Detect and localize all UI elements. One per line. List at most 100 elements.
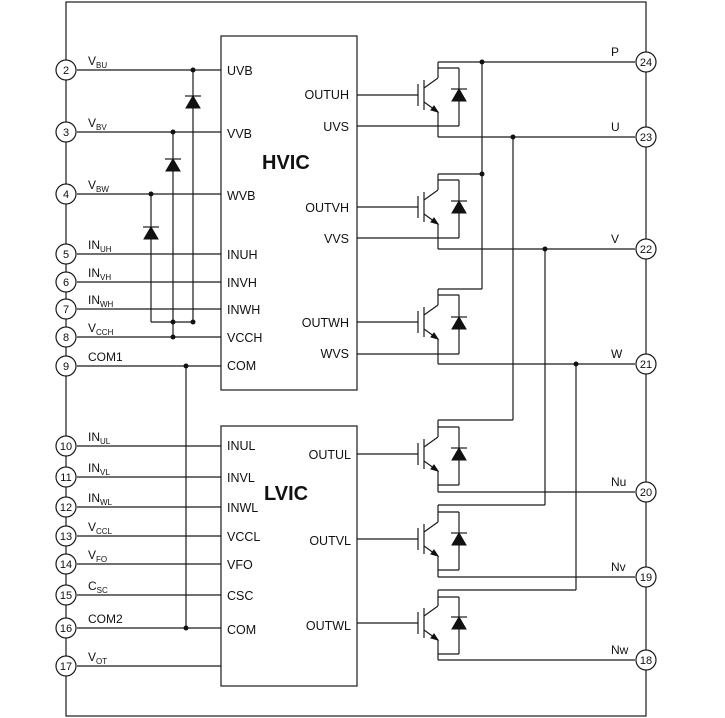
pin-17: 17 VOT (55, 650, 107, 677)
svg-text:7: 7 (63, 304, 69, 316)
svg-text:VCCH: VCCH (88, 321, 114, 337)
svg-text:15: 15 (60, 590, 72, 602)
freewheel-diode-icon (451, 316, 467, 330)
igbt-wl (357, 590, 467, 660)
lvic-pin-vfo: VFO (227, 558, 253, 572)
svg-text:24: 24 (640, 57, 652, 69)
svg-text:Nu: Nu (611, 475, 626, 489)
left-wires (77, 69, 221, 667)
lvic-pin-invl: INVL (227, 471, 255, 485)
lvic-pin-inwl: INWL (227, 501, 258, 515)
svg-text:2: 2 (63, 65, 69, 77)
diode-v-icon (165, 158, 181, 172)
pin-5: 5 INUH (55, 238, 112, 265)
pin-15: 15 CSC (55, 579, 108, 606)
hvic-pin-inuh: INUH (227, 248, 258, 262)
svg-text:11: 11 (60, 472, 71, 484)
svg-text:19: 19 (640, 572, 652, 584)
svg-text:21: 21 (640, 359, 652, 371)
hvic-pin-uvb: UVB (227, 64, 253, 78)
lvic-pin-csc: CSC (227, 589, 253, 603)
hvic-block: HVIC UVB VVB WVB INUH INVH INWH VCCH COM… (220, 35, 358, 391)
svg-text:COM1: COM1 (88, 350, 123, 364)
svg-text:Nw: Nw (611, 643, 629, 657)
pin-4: 4 VBW (55, 178, 109, 205)
lvic-box (220, 425, 358, 687)
svg-text:W: W (611, 347, 623, 361)
svg-text:INVH: INVH (88, 266, 111, 282)
pin-18: 18 Nw (611, 643, 657, 671)
diode-w-icon (143, 226, 159, 240)
svg-text:VCCL: VCCL (88, 520, 113, 536)
pin-3: 3 VBV (55, 116, 107, 143)
svg-text:3: 3 (63, 127, 69, 139)
right-pins: 24 P 23 U 22 V 21 W 20 Nu 19 Nv (611, 45, 657, 671)
hvic-pin-outvh: OUTVH (305, 201, 349, 215)
left-pins: 2 VBU 3 VBV 4 VBW 5 INUH 6 INVH 7 INWH (55, 54, 123, 677)
svg-text:VOT: VOT (88, 650, 107, 666)
svg-text:COM2: COM2 (88, 612, 123, 626)
pin-19: 19 Nv (611, 560, 657, 588)
svg-text:INVL: INVL (88, 461, 110, 477)
pin-10: 10 INUL (55, 430, 111, 457)
svg-text:INWH: INWH (88, 293, 114, 309)
lvic-pin-outvl: OUTVL (309, 534, 351, 548)
lvic-pin-inul: INUL (227, 439, 256, 453)
hvic-pin-vcch: VCCH (227, 331, 262, 345)
svg-text:CSC: CSC (88, 579, 108, 595)
pin-20: 20 Nu (611, 475, 657, 503)
hvic-title: HVIC (262, 152, 310, 174)
hvic-pin-outuh: OUTUH (305, 88, 349, 102)
pin-6: 6 INVH (55, 266, 111, 293)
svg-text:17: 17 (60, 661, 72, 673)
svg-text:10: 10 (60, 441, 72, 453)
freewheel-diode-icon (451, 200, 467, 214)
freewheel-diode-icon (451, 616, 467, 630)
pin-24: 24 P (611, 45, 657, 73)
svg-text:8: 8 (63, 332, 69, 344)
power-wiring (357, 59, 635, 661)
svg-text:4: 4 (63, 189, 69, 201)
svg-text:20: 20 (640, 487, 652, 499)
pin-14: 14 VFO (55, 548, 107, 575)
svg-text:VBW: VBW (88, 178, 109, 194)
hvic-pin-uvs: UVS (323, 120, 349, 134)
igbt-vl (357, 505, 467, 577)
igbt-vh (357, 174, 467, 239)
svg-text:INUH: INUH (88, 238, 112, 254)
svg-text:6: 6 (63, 277, 69, 289)
lvic-pin-outul: OUTUL (309, 448, 351, 462)
lvic-title: LVIC (264, 483, 308, 505)
hvic-pin-invh: INVH (227, 276, 257, 290)
lvic-pin-outwl: OUTWL (306, 619, 351, 633)
svg-text:5: 5 (63, 249, 69, 261)
hvic-pin-com: COM (227, 359, 256, 373)
pin-7: 7 INWH (55, 293, 114, 320)
freewheel-diode-icon (451, 88, 467, 102)
svg-text:16: 16 (60, 623, 72, 635)
svg-text:VFO: VFO (88, 548, 107, 564)
pin-11: 11 INVL (55, 461, 110, 488)
svg-text:VBU: VBU (88, 54, 107, 70)
igbt-ul (357, 420, 467, 492)
svg-text:14: 14 (60, 559, 72, 571)
svg-text:P: P (611, 45, 619, 59)
svg-text:9: 9 (63, 361, 69, 373)
svg-text:V: V (611, 232, 619, 246)
svg-text:U: U (611, 120, 620, 134)
pin-21: 21 W (611, 347, 657, 375)
svg-text:13: 13 (60, 531, 72, 543)
svg-text:18: 18 (640, 655, 652, 667)
freewheel-diode-icon (451, 532, 467, 546)
pin-22: 22 V (611, 232, 657, 260)
pin-16: 16 COM2 (55, 612, 123, 639)
svg-text:Nv: Nv (611, 560, 626, 574)
lvic-block: LVIC INUL INVL INWL VCCL VFO CSC COM OUT… (220, 425, 358, 687)
pin-12: 12 INWL (55, 491, 113, 518)
hvic-pin-vvb: VVB (227, 127, 252, 141)
svg-text:INUL: INUL (88, 430, 111, 446)
hvic-pin-wvb: WVB (227, 189, 255, 203)
svg-text:VBV: VBV (88, 116, 107, 132)
bootstrap-diodes (143, 67, 201, 340)
